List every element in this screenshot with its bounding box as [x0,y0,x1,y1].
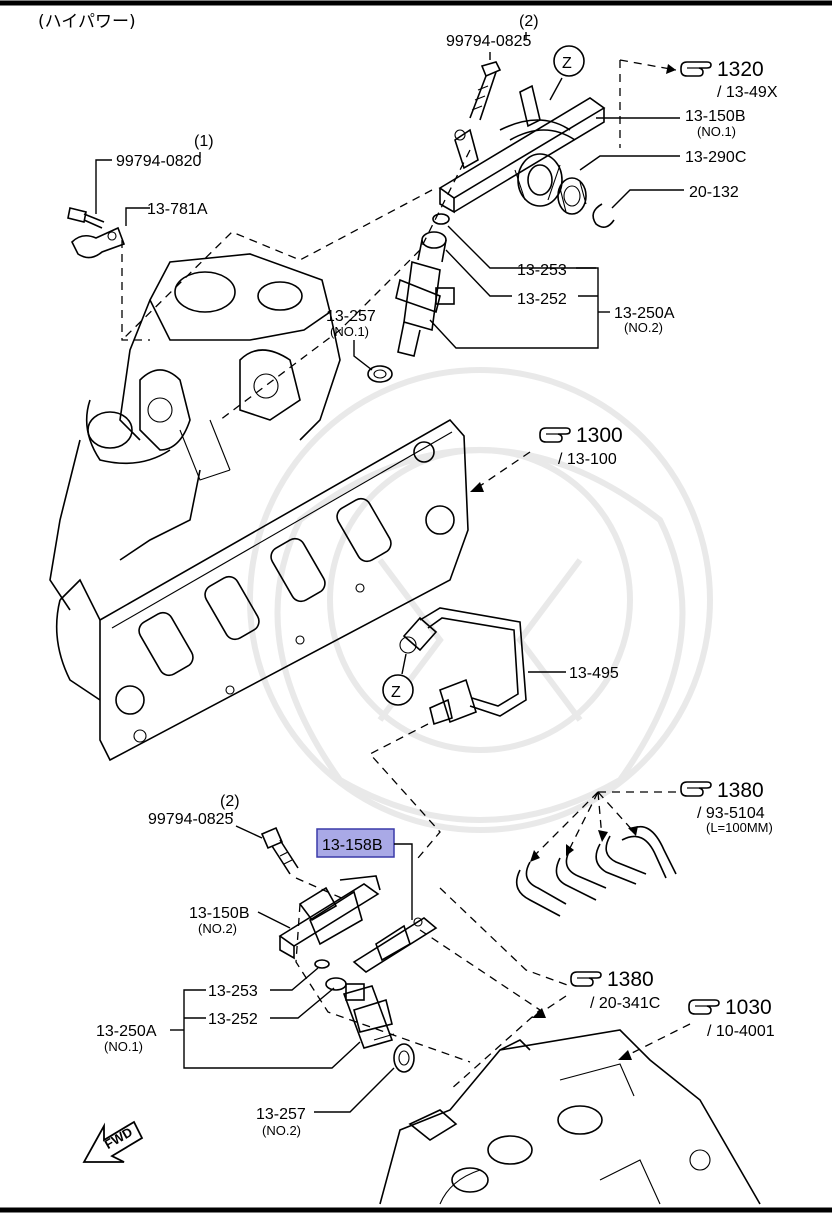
hose-set-icon [515,825,677,917]
watermark-logo [247,367,713,833]
label-insulator-no1: 13-257 [326,308,376,325]
ref-1380-hose: 1380 / 93-5104 (L=100MM) [680,779,773,835]
fuel-rail-no1-icon [438,84,606,214]
label-insulator-no2: 13-257 [256,1106,306,1123]
label-injector-no2-sub: (NO.2) [624,320,663,335]
clip-icon [592,203,615,228]
fwd-arrow-icon: FWD [82,1120,144,1163]
fuel-rail-no2-icon [278,875,438,973]
z-marker-upper: Z [549,45,585,101]
pressure-regulator-icon [514,153,587,215]
svg-text:/ 20-341C: / 20-341C [590,995,660,1012]
bolt-small-code: 99794-0820 [116,153,202,170]
label-bracket: 13-781A [147,201,208,218]
svg-text:1380: 1380 [717,779,764,802]
bolt-lower-code: 99794-0825 [148,811,234,828]
injector-no1-icon [314,959,415,1073]
bolt-small-icon [67,207,105,229]
bracket-icon [71,226,126,259]
svg-text:/ 10-4001: / 10-4001 [707,1023,775,1040]
label-rail-no2-sub: (NO.2) [198,921,237,936]
bolt-small-qty: (1) [194,133,214,150]
z-marker-lower: Z [382,653,414,706]
highlight-label-13-158B[interactable]: 13-158B [316,828,395,858]
ref-1300: 1300 / 13-100 [539,424,623,468]
svg-text:13-158B: 13-158B [322,837,383,854]
label-oring-lower: 13-253 [208,983,258,1000]
svg-text:1030: 1030 [725,996,772,1019]
label-oring-upper: 13-253 [517,262,567,279]
svg-text:Z: Z [391,684,401,701]
label-rail-no2: 13-150B [189,905,250,922]
svg-text:1380: 1380 [607,968,654,991]
ref-1380-clamp: 1380 / 20-341C [570,968,660,1012]
injector-no2-icon [367,213,455,383]
label-injector-no2: 13-250A [614,305,675,322]
cylinder-head-icon [379,1029,761,1205]
svg-text:/ 13-49X: / 13-49X [717,84,778,101]
label-clip: 20-132 [689,184,739,201]
label-rail-no1-sub: (NO.1) [697,124,736,139]
svg-text:1300: 1300 [576,424,623,447]
label-hose: 13-495 [569,665,619,682]
svg-text:/ 93-5104: / 93-5104 [697,805,765,822]
bolt-upper-code: 99794-0825 [446,33,532,50]
page-title: (ハイパワー) [38,12,136,32]
label-cushion-upper: 13-252 [517,291,567,308]
fuel-hose-icon [399,607,527,726]
label-rail-no1: 13-150B [685,108,746,125]
label-insulator-no2-sub: (NO.2) [262,1123,301,1138]
svg-text:/ 13-100: / 13-100 [558,451,617,468]
bolt-upper-icon [469,61,502,121]
ref-1030: 1030 / 10-4001 [688,996,775,1040]
label-cushion-lower: 13-252 [208,1011,258,1028]
svg-text:Z: Z [562,55,572,72]
bolt-lower-icon [260,826,299,875]
label-injector-no1-sub: (NO.1) [104,1039,143,1054]
manifold-gasket-icon [55,418,469,762]
label-insulator-no1-sub: (NO.1) [330,324,369,339]
label-injector-no1: 13-250A [96,1023,157,1040]
bolt-lower-qty: (2) [220,793,240,810]
svg-text:(L=100MM): (L=100MM) [706,820,773,835]
ref-1320: 1320 / 13-49X [680,58,778,101]
bolt-upper-qty: (2) [519,13,539,30]
intake-manifold-icon [49,253,341,611]
svg-text:1320: 1320 [717,58,764,81]
label-regulator: 13-290C [685,149,746,166]
